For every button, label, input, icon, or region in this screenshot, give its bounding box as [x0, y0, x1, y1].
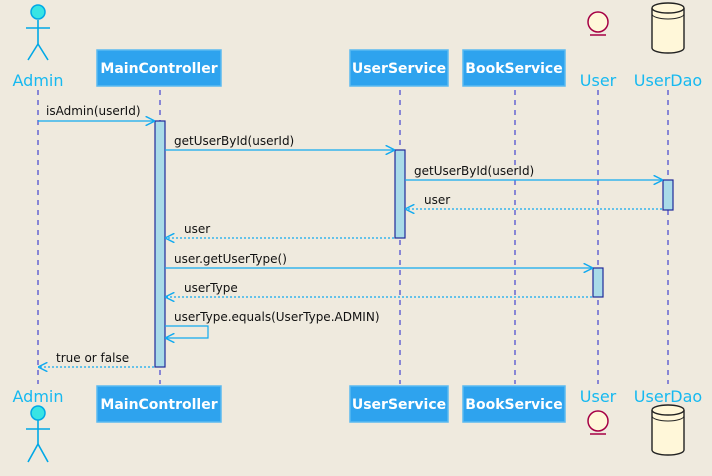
actor-icon — [26, 4, 50, 61]
message-label: user — [184, 222, 210, 236]
activation-user-service — [394, 149, 406, 239]
activation-user — [592, 267, 604, 298]
participant-user-service-top: UserService — [352, 61, 446, 77]
activation-main-controller — [154, 120, 166, 368]
activation-user-dao — [662, 179, 674, 211]
entity-icon — [587, 11, 609, 36]
participant-box-user-service-top — [349, 49, 449, 87]
participant-main-controller-bottom: MainController — [100, 397, 217, 413]
entity-icon — [587, 410, 609, 435]
message-label: isAdmin(userId) — [46, 104, 141, 118]
participant-admin-bottom: Admin — [13, 387, 64, 406]
self-message-arrow — [165, 325, 209, 338]
database-icon — [651, 404, 685, 456]
message-label: getUserById(userId) — [174, 134, 294, 148]
message-label: userType.equals(UserType.ADMIN) — [174, 310, 380, 324]
participant-box-book-service-bottom — [462, 385, 566, 423]
database-icon — [651, 2, 685, 54]
participant-user-dao-bottom: UserDao — [634, 387, 702, 406]
participant-user-dao-top: UserDao — [634, 71, 702, 90]
participant-box-main-controller-bottom — [96, 385, 222, 423]
participant-box-main-controller-top — [96, 49, 222, 87]
message-label: userType — [184, 281, 238, 295]
participant-main-controller-top: MainController — [100, 61, 217, 77]
participant-user-bottom: User — [580, 387, 617, 406]
participant-user-top: User — [580, 71, 617, 90]
message-label: true or false — [56, 351, 129, 365]
participant-book-service-bottom: BookService — [465, 397, 562, 413]
participant-book-service-top: BookService — [465, 61, 562, 77]
actor-icon — [26, 405, 50, 463]
message-label: user.getUserType() — [174, 252, 287, 266]
participant-admin-top: Admin — [13, 71, 64, 90]
message-label: getUserById(userId) — [414, 164, 534, 178]
participant-user-service-bottom: UserService — [352, 397, 446, 413]
message-label: user — [424, 193, 450, 207]
participant-box-user-service-bottom — [349, 385, 449, 423]
participant-box-book-service-top — [462, 49, 566, 87]
